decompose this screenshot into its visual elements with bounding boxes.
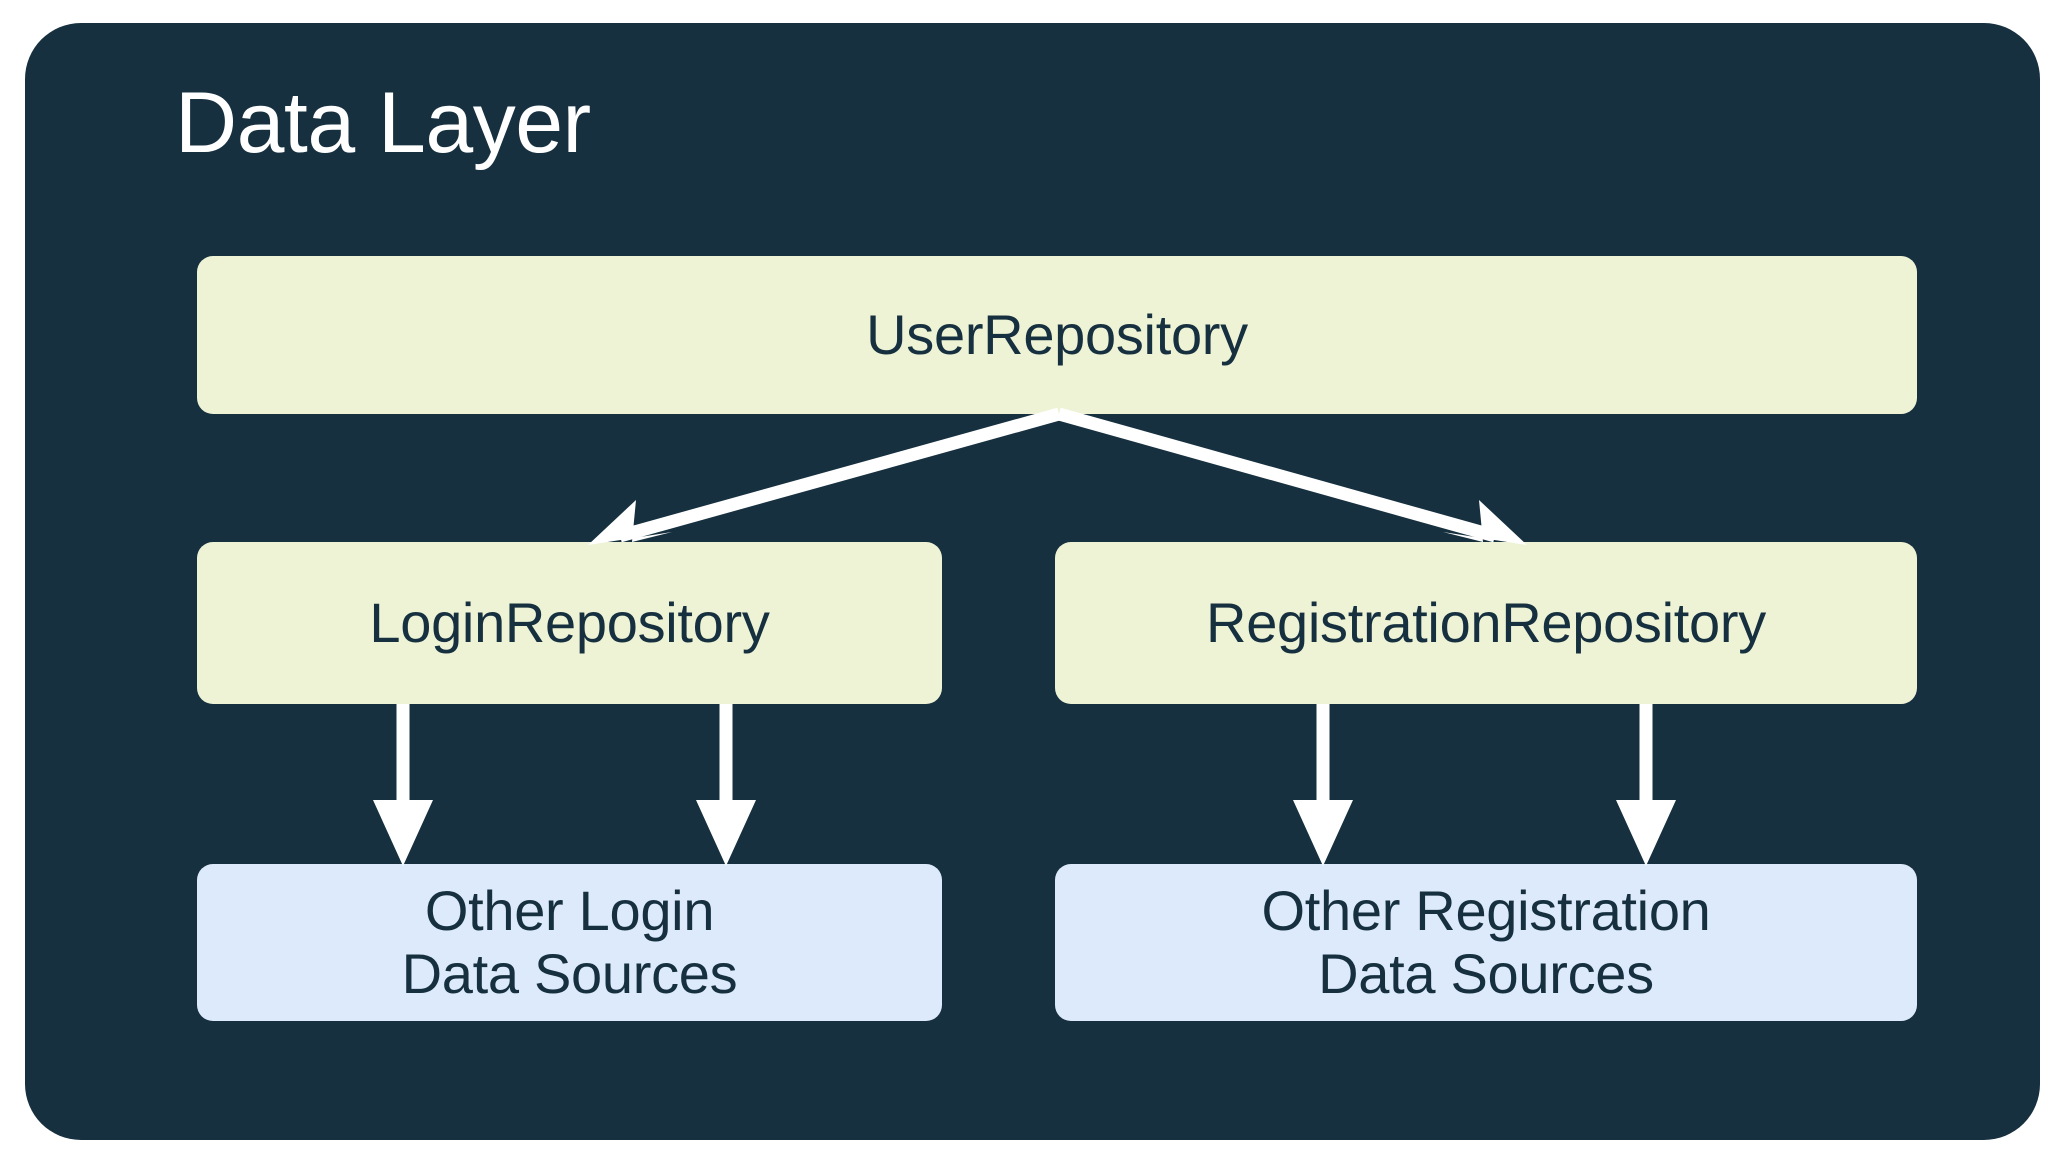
page-title: Data Layer (175, 75, 591, 171)
node-login-repository[interactable]: LoginRepository (197, 542, 942, 704)
node-other-login-data-sources-label: Other Login Data Sources (401, 878, 738, 1005)
node-other-registration-data-sources[interactable]: Other Registration Data Sources (1055, 864, 1917, 1021)
node-registration-repository-label: RegistrationRepository (1206, 590, 1766, 654)
node-other-login-data-sources[interactable]: Other Login Data Sources (197, 864, 942, 1021)
node-user-repository-label: UserRepository (866, 302, 1248, 366)
node-other-registration-data-sources-label: Other Registration Data Sources (1261, 878, 1711, 1005)
node-registration-repository[interactable]: RegistrationRepository (1055, 542, 1917, 704)
node-login-repository-label: LoginRepository (369, 590, 770, 654)
node-user-repository[interactable]: UserRepository (197, 256, 1917, 414)
